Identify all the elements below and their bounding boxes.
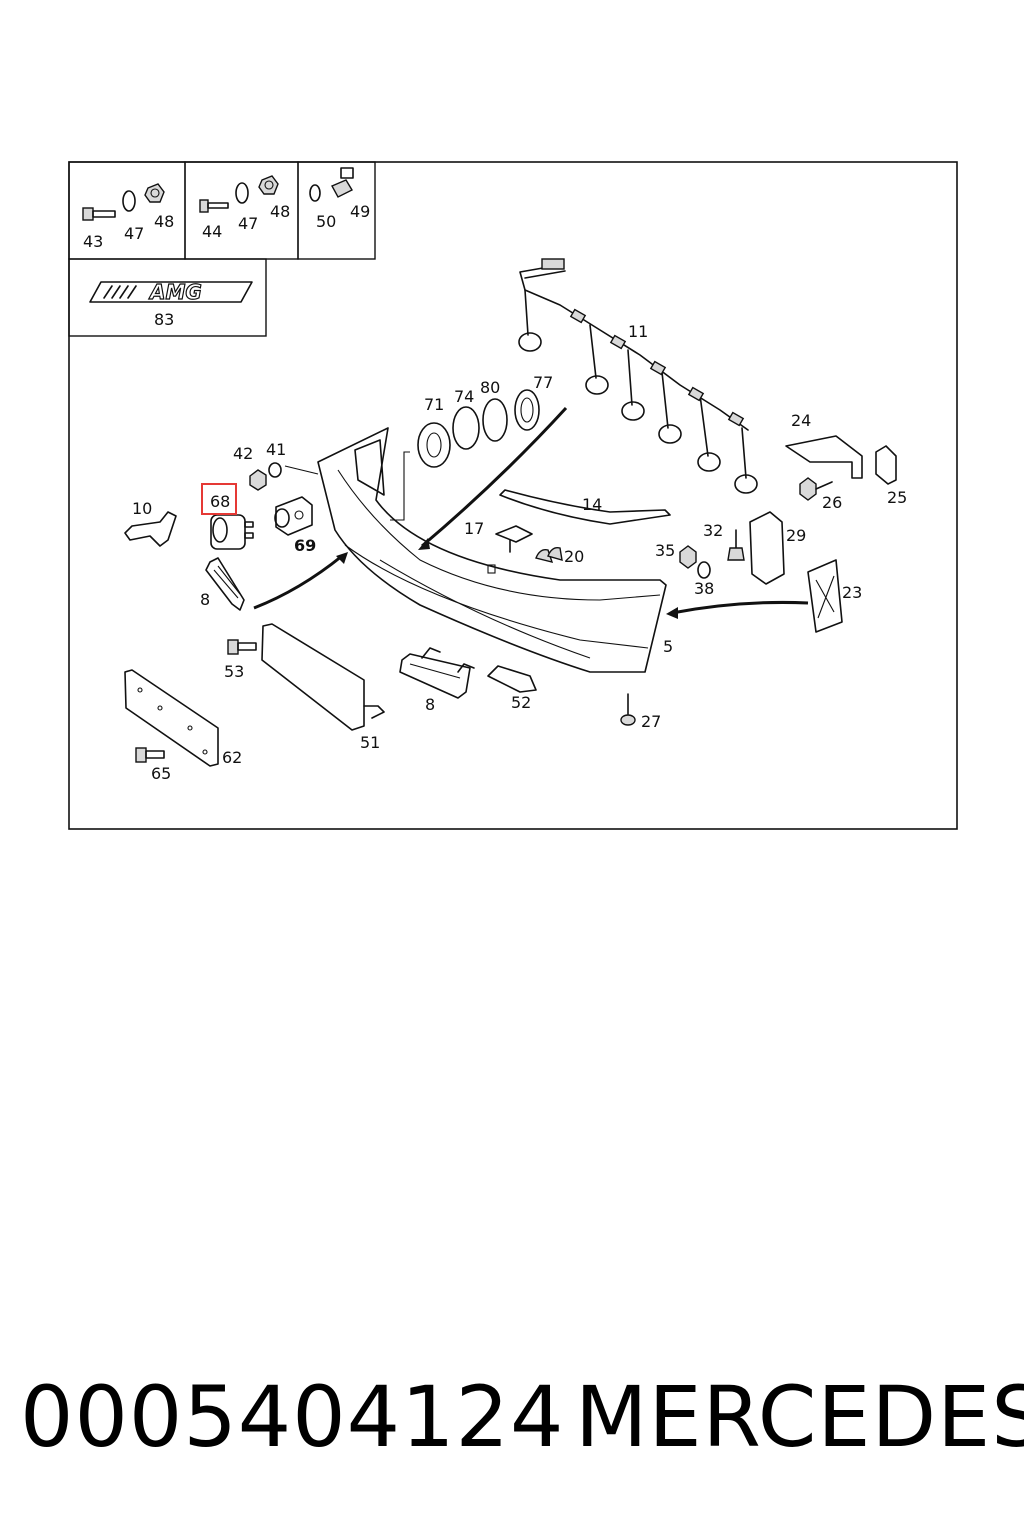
label-42: 42 xyxy=(233,444,253,463)
label-47a: 47 xyxy=(124,224,144,243)
label-77: 77 xyxy=(533,373,553,392)
label-41: 41 xyxy=(266,440,286,459)
label-26: 26 xyxy=(822,493,842,512)
washer-38-icon xyxy=(697,561,711,579)
label-83: 83 xyxy=(154,310,174,329)
label-50: 50 xyxy=(316,212,336,231)
label-62: 62 xyxy=(222,748,242,767)
cover-52-icon xyxy=(487,665,537,693)
sensor-holder-71-icon xyxy=(417,422,451,468)
washer-47-icon xyxy=(122,190,136,212)
washer-50-icon xyxy=(309,184,321,202)
bolt-32-icon xyxy=(727,529,745,561)
mount-23-icon xyxy=(807,559,843,633)
parking-sensor-69-icon xyxy=(274,496,313,536)
part-number: 0005404124 xyxy=(20,1368,565,1466)
bolt-53-icon xyxy=(227,639,257,655)
wiring-harness-icon xyxy=(518,258,758,494)
washer-47b-icon xyxy=(235,182,249,204)
brand-name: MERCEDES xyxy=(575,1368,1024,1466)
diagram-frame xyxy=(68,161,958,830)
label-49: 49 xyxy=(350,202,370,221)
bracket-24-icon xyxy=(785,435,863,479)
bracket-29-icon xyxy=(749,511,785,585)
grille-8-left-icon xyxy=(205,557,245,611)
amg-badge-text: AMG xyxy=(148,280,202,304)
inset-box-amg xyxy=(68,258,267,337)
parking-sensor-68-icon xyxy=(210,514,254,550)
label-44: 44 xyxy=(202,222,222,241)
label-20: 20 xyxy=(564,547,584,566)
bracket-10-icon xyxy=(124,511,177,547)
label-8a: 8 xyxy=(200,590,210,609)
label-11: 11 xyxy=(628,322,648,341)
footer-caption: 0005404124 MERCEDES xyxy=(0,1368,1024,1468)
leader-line-41 xyxy=(284,465,319,475)
sensor-ring-77-icon xyxy=(514,389,540,431)
license-plate-base-62-icon xyxy=(124,669,219,767)
label-5: 5 xyxy=(663,637,673,656)
label-17: 17 xyxy=(464,519,484,538)
nut-42-icon xyxy=(249,469,267,491)
label-74: 74 xyxy=(454,387,474,406)
bolt-44-icon xyxy=(199,199,229,213)
bolt-65-icon xyxy=(135,747,165,763)
label-27: 27 xyxy=(641,712,661,731)
label-80: 80 xyxy=(480,378,500,397)
inset-box-50-49 xyxy=(297,161,376,260)
clip-17-icon xyxy=(495,525,533,553)
arrow-to-bumper-right xyxy=(671,600,809,615)
label-68: 68 xyxy=(210,492,230,511)
label-48a: 48 xyxy=(154,212,174,231)
spacer-49-icon xyxy=(331,167,354,198)
label-47b: 47 xyxy=(238,214,258,233)
screw-26-icon xyxy=(799,477,833,501)
clip-25-icon xyxy=(875,445,897,485)
tow-cover-8-icon xyxy=(399,647,475,699)
label-53: 53 xyxy=(224,662,244,681)
retaining-ring-80-icon xyxy=(482,398,508,442)
bolt-43-icon xyxy=(82,207,116,221)
label-43: 43 xyxy=(83,232,103,251)
label-35: 35 xyxy=(655,541,675,560)
label-25: 25 xyxy=(887,488,907,507)
label-8b: 8 xyxy=(425,695,435,714)
leader-line-71 xyxy=(390,451,410,521)
highlight-box-68 xyxy=(201,483,237,515)
nut-48b-icon xyxy=(258,175,279,195)
bumper-cover-icon xyxy=(317,427,667,673)
label-51: 51 xyxy=(360,733,380,752)
label-29: 29 xyxy=(786,526,806,545)
label-23: 23 xyxy=(842,583,862,602)
washer-41-icon xyxy=(268,462,282,478)
screw-27-icon xyxy=(620,693,636,726)
label-10: 10 xyxy=(132,499,152,518)
label-52: 52 xyxy=(511,693,531,712)
label-32: 32 xyxy=(703,521,723,540)
label-71: 71 xyxy=(424,395,444,414)
seal-ring-74-icon xyxy=(452,406,480,450)
trim-strip-icon xyxy=(499,489,671,525)
arrow-to-bumper-center xyxy=(421,406,568,548)
label-38: 38 xyxy=(694,579,714,598)
callout-labels: 43 47 48 44 47 48 50 49 83 11 71 74 80 7… xyxy=(83,202,907,783)
label-24: 24 xyxy=(791,411,811,430)
label-48b: 48 xyxy=(270,202,290,221)
clip-20-icon xyxy=(535,546,563,563)
nut-35-icon xyxy=(679,545,697,569)
amg-badge-icon: AMG xyxy=(89,279,253,305)
label-65: 65 xyxy=(151,764,171,783)
label-14: 14 xyxy=(582,495,602,514)
license-plate-holder-51-icon xyxy=(261,623,385,731)
label-69: 69 xyxy=(294,536,316,555)
arrow-to-bumper-left xyxy=(253,554,343,610)
nut-48-icon xyxy=(144,183,165,203)
